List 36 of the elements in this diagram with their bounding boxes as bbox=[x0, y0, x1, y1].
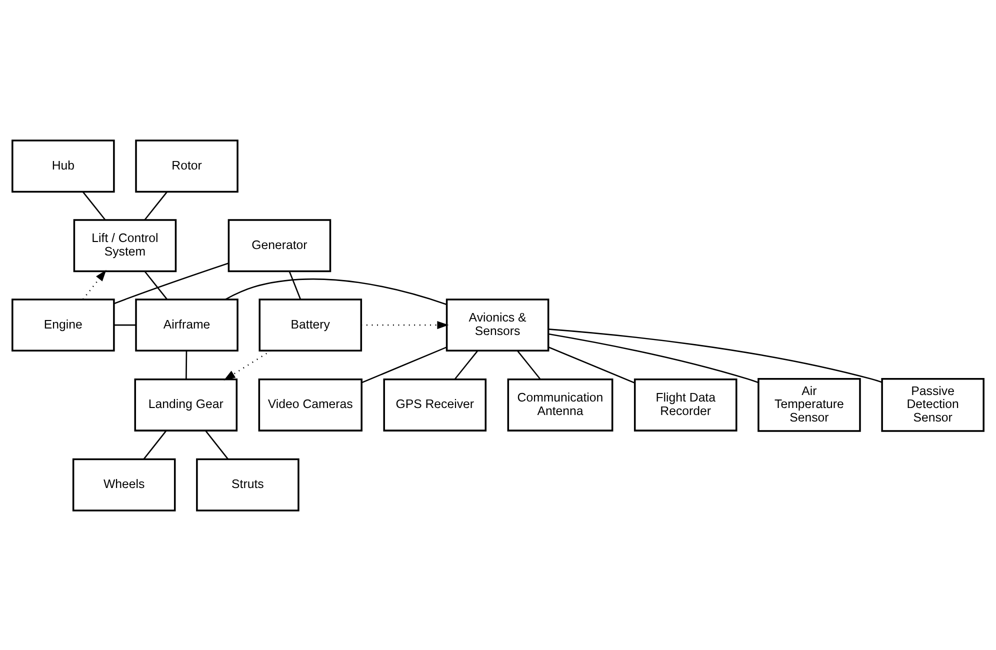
node-box: Video Cameras bbox=[258, 378, 362, 431]
connector bbox=[82, 191, 106, 220]
node-box: Hub bbox=[12, 139, 115, 192]
node-box: GPS Receiver bbox=[383, 378, 487, 431]
arrow bbox=[361, 320, 449, 329]
connector bbox=[144, 191, 168, 220]
arrow bbox=[224, 350, 272, 380]
connector bbox=[143, 430, 167, 460]
connector bbox=[361, 346, 447, 383]
node-box: Avionics & Sensors bbox=[446, 298, 550, 352]
connector bbox=[114, 324, 136, 326]
node-box: Air Temperature Sensor bbox=[758, 378, 861, 432]
arrow bbox=[82, 269, 106, 300]
node-box: Passive Detection Sensor bbox=[881, 378, 984, 432]
connector bbox=[454, 350, 478, 380]
node-box: Generator bbox=[228, 218, 332, 272]
node-box: Engine bbox=[12, 298, 115, 352]
connector bbox=[516, 350, 541, 380]
node-box: Lift / Control System bbox=[73, 218, 177, 272]
connector bbox=[144, 270, 168, 300]
connector bbox=[225, 278, 447, 305]
node-box: Rotor bbox=[135, 139, 238, 192]
node-box: Communication Antenna bbox=[507, 378, 614, 431]
connector bbox=[114, 262, 229, 304]
connector bbox=[288, 270, 302, 299]
connector bbox=[204, 430, 229, 460]
node-box: Wheels bbox=[72, 458, 176, 511]
connector bbox=[186, 350, 188, 379]
node-box: Struts bbox=[196, 458, 300, 511]
node-box: Flight Data Recorder bbox=[634, 378, 738, 431]
node-box: Battery bbox=[258, 298, 362, 352]
node-box: Landing Gear bbox=[134, 378, 238, 431]
connector bbox=[548, 346, 635, 384]
connector bbox=[548, 332, 758, 383]
connector bbox=[548, 328, 882, 382]
node-box: Airframe bbox=[135, 298, 238, 352]
